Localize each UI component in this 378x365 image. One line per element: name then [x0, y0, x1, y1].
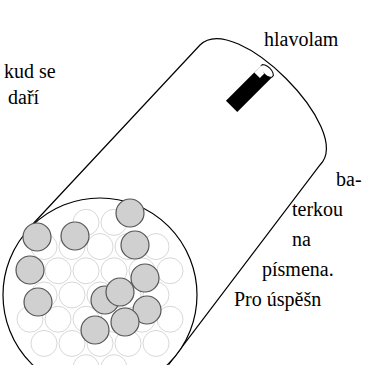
fiber	[31, 330, 57, 356]
fiber	[73, 258, 99, 284]
lit-fiber	[24, 288, 52, 316]
text-fragment: hlavolam	[264, 28, 338, 50]
lit-fiber	[16, 256, 44, 284]
fiber-grid	[17, 209, 183, 365]
fiber	[101, 355, 127, 365]
fiber	[87, 234, 113, 260]
lit-fiber	[111, 308, 139, 336]
fiber	[59, 282, 85, 308]
fiber	[143, 330, 169, 356]
lit-fiber	[131, 264, 159, 292]
lit-fiber	[121, 231, 149, 259]
fiber	[157, 258, 183, 284]
fiber	[73, 355, 99, 365]
text-fragment: daří	[8, 86, 39, 108]
text-fragment: písmena.	[262, 258, 334, 280]
text-fragment: Pro úspěšn	[234, 288, 321, 310]
lit-fibers	[16, 199, 161, 344]
lit-fiber	[61, 222, 89, 250]
flashlight	[226, 63, 275, 112]
text-fragment: kud se	[4, 60, 56, 82]
lit-fiber	[23, 223, 51, 251]
text-fragment: na	[292, 228, 311, 250]
lit-fiber	[106, 278, 134, 306]
fiber	[45, 258, 71, 284]
text-fragment: terkou	[292, 198, 343, 220]
lit-fiber	[81, 316, 109, 344]
text-fragment: ba-	[336, 168, 362, 190]
bundle-end-face	[3, 198, 197, 365]
lit-fiber	[116, 199, 144, 227]
